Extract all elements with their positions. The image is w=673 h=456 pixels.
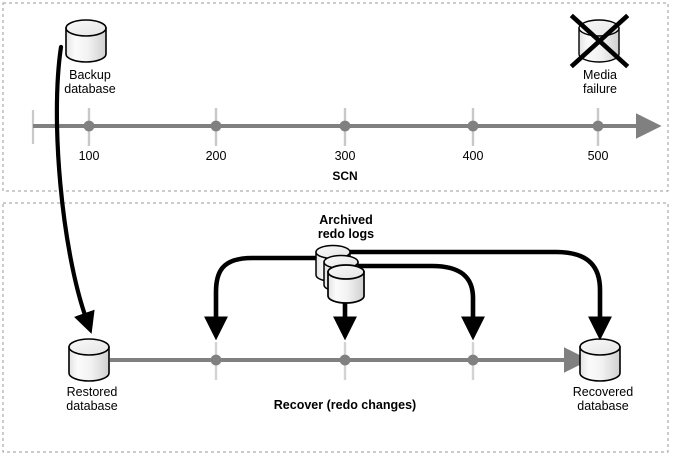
redo-arrow-to-scn-200 (204, 255, 345, 341)
archived-redo-logs-icon (315, 244, 365, 304)
archived-redo-logs-label-line1: Archived (319, 213, 373, 227)
scn-point-100 (83, 120, 95, 132)
redo-log-cylinder-front (327, 264, 365, 304)
redo-apply-arrows (204, 249, 612, 341)
recover-axis-label: Recover (redo changes) (274, 398, 416, 412)
scn-timeline: 100 200 300 400 500 SCN (31, 108, 662, 183)
backup-database-label-line2: database (64, 82, 115, 96)
scn-point-500 (592, 120, 604, 132)
backup-database-icon (65, 19, 107, 63)
scn-point-400 (467, 120, 479, 132)
media-failure-label-line2: failure (583, 82, 617, 96)
panel-top-border (2, 2, 669, 192)
recover-point-2 (339, 354, 351, 366)
restored-database-label-line2: database (66, 399, 117, 413)
restore-arrow (54, 44, 95, 334)
backup-database-label-line1: Backup (69, 68, 111, 82)
restored-database-icon (68, 338, 110, 382)
media-failure-cross-icon (569, 13, 630, 69)
redo-arrow-to-scn-400 (345, 263, 485, 341)
panel-bottom-border (2, 202, 669, 453)
recovered-database-label-line1: Recovered (573, 385, 633, 399)
scn-point-300 (339, 120, 351, 132)
scn-tick-label-100: 100 (79, 149, 100, 163)
recovered-database-label-line2: database (577, 399, 628, 413)
recover-timeline: Recover (redo changes) (110, 342, 590, 412)
recover-point-1 (210, 354, 222, 366)
restored-database-label-line1: Restored (67, 385, 118, 399)
redo-arrow-to-recovered-db (345, 249, 612, 341)
scn-tick-label-400: 400 (463, 149, 484, 163)
scn-tick-label-500: 500 (588, 149, 609, 163)
recovered-database-icon (579, 338, 621, 382)
media-failure-label-line1: Media (583, 68, 617, 82)
scn-tick-label-200: 200 (206, 149, 227, 163)
archived-redo-logs-label-line2: redo logs (318, 227, 374, 241)
scn-axis-label: SCN (332, 169, 357, 183)
scn-point-200 (210, 120, 222, 132)
scn-tick-label-300: 300 (335, 149, 356, 163)
recover-point-3 (467, 354, 479, 366)
